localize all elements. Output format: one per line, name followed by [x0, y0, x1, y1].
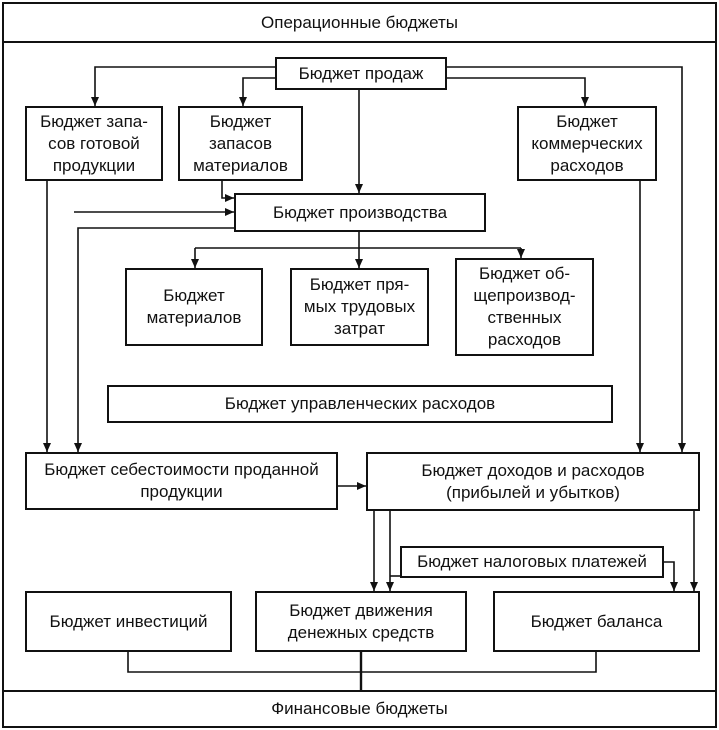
node-production-budget: Бюджет производства — [234, 193, 486, 232]
node-tax-budget: Бюджет налоговых платежей — [400, 546, 664, 578]
node-cogs-budget: Бюджет себестоимости проданной продукции — [25, 452, 338, 510]
node-overhead-budget: Бюджет об- щепроизвод- ственных расходов — [455, 258, 594, 356]
financial-budgets-title: Финансовые бюджеты — [271, 699, 448, 718]
node-direct-labor-budget: Бюджет пря- мых трудовых затрат — [290, 268, 429, 346]
arrow-sales-to-commercial — [447, 77, 589, 106]
arrow-tax-to-balance — [664, 561, 678, 591]
operational-budgets-title: Операционные бюджеты — [261, 12, 458, 32]
arrow-sales-to-materials-stock — [239, 77, 275, 106]
node-commercial-budget: Бюджет коммерческих расходов — [517, 106, 657, 181]
header-band: Операционные бюджеты — [3, 3, 716, 42]
footer-band: Финансовые бюджеты — [3, 691, 716, 727]
node-finished-goods-budget: Бюджет запа- сов готовой продукции — [25, 106, 163, 181]
arrow-sales-to-finished-goods — [91, 66, 275, 106]
node-investment-budget: Бюджет инвестиций — [25, 591, 232, 652]
arrow-production-to-cogs — [74, 227, 234, 452]
node-admin-budget: Бюджет управленческих расходов — [107, 385, 613, 423]
node-balance-budget: Бюджет баланса — [493, 591, 700, 652]
node-sales-budget: Бюджет продаж — [275, 57, 447, 90]
arrow-sales-to-income — [447, 66, 686, 452]
arrow-materials-stock-to-production — [221, 181, 234, 202]
node-income-budget: Бюджет доходов и расходов (прибылей и уб… — [366, 452, 700, 511]
node-materials-budget: Бюджет материалов — [125, 268, 263, 346]
node-cash-flow-budget: Бюджет движения денежных средств — [255, 591, 467, 652]
node-materials-stock-budget: Бюджет запасов материалов — [178, 106, 303, 181]
